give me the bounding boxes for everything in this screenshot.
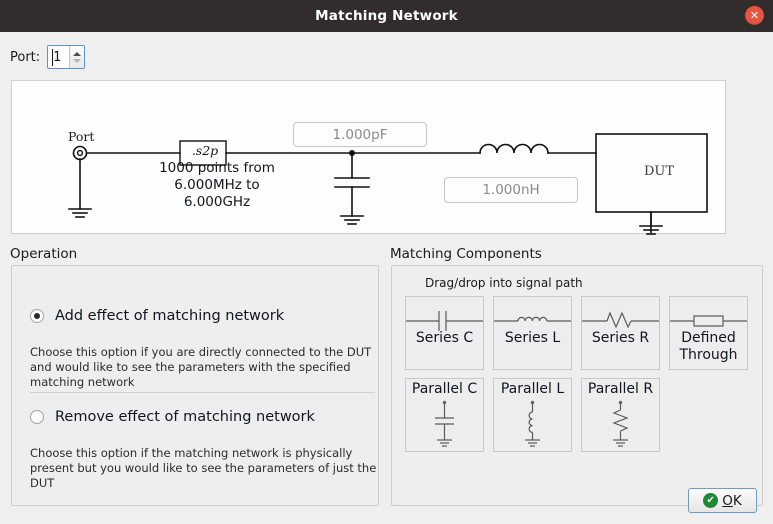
- close-icon[interactable]: ✕: [745, 6, 764, 25]
- capacitor-value-field[interactable]: 1.000pF: [293, 122, 427, 147]
- operation-group: Add effect of matching network Choose th…: [11, 265, 379, 506]
- port-label: Port:: [10, 49, 41, 65]
- radio-add-effect-label: Add effect of matching network: [55, 308, 285, 324]
- component-label-defined-through-line2: Through: [679, 347, 738, 363]
- component-label-series-r: Series R: [591, 330, 650, 346]
- text-caret: [52, 49, 54, 66]
- component-label-parallel-c: Parallel C: [411, 381, 478, 397]
- radio-remove-effect-label: Remove effect of matching network: [55, 409, 315, 425]
- shunt-inductor-icon: [525, 400, 540, 447]
- dut-label: DUT: [643, 164, 675, 179]
- title-bar: Matching Network ✕: [0, 0, 773, 32]
- radio-add-effect-description: Choose this option if you are directly c…: [30, 345, 372, 389]
- dut-ground-icon: [639, 212, 663, 235]
- s2p-note-line-1: 1000 points from: [159, 160, 275, 176]
- component-label-defined-through-line1: Defined: [681, 330, 736, 346]
- capacitor-icon: [406, 311, 483, 331]
- chevron-down-icon[interactable]: [73, 58, 82, 63]
- component-label-parallel-l: Parallel L: [500, 381, 565, 397]
- matching-components-group: Drag/drop into signal path Series C: [391, 265, 763, 506]
- radio-add-effect[interactable]: Add effect of matching network: [30, 308, 284, 324]
- radio-selected-icon[interactable]: [30, 309, 44, 323]
- radio-remove-effect[interactable]: Remove effect of matching network: [30, 409, 315, 425]
- component-tile-series-r[interactable]: Series R: [581, 296, 660, 370]
- shunt-capacitor-icon: [435, 400, 454, 447]
- component-tile-parallel-l[interactable]: Parallel L: [493, 378, 572, 452]
- radio-remove-effect-description: Choose this option if the matching netwo…: [30, 446, 377, 490]
- through-box-icon: [670, 315, 747, 327]
- component-tile-parallel-c[interactable]: Parallel C: [405, 378, 484, 452]
- shunt-resistor-icon: [612, 400, 629, 447]
- dialog-body: Port: 1: [0, 32, 773, 524]
- component-label-parallel-r: Parallel R: [587, 381, 654, 397]
- component-tile-series-c[interactable]: Series C: [405, 296, 484, 370]
- check-circle-icon: ✔: [703, 493, 719, 508]
- operation-divider: [30, 392, 375, 393]
- s2p-note-line-2: 6.000MHz to: [174, 177, 260, 193]
- s2p-file-label[interactable]: .s2p: [191, 143, 219, 158]
- s2p-sweep-note: 1000 points from 6.000MHz to 6.000GHz: [137, 160, 297, 211]
- radio-dot: [34, 313, 40, 319]
- port-row: Port: 1: [10, 45, 86, 69]
- chevron-up-icon[interactable]: [73, 51, 82, 56]
- port-spin-buttons[interactable]: [69, 46, 85, 68]
- component-label-series-c: Series C: [415, 330, 474, 346]
- component-label-series-l: Series L: [504, 330, 561, 346]
- s2p-note-line-3: 6.000GHz: [183, 194, 251, 210]
- schematic-canvas[interactable]: Port .s2p 1000 points from 6.000MHz to 6…: [11, 80, 726, 235]
- drag-drop-hint: Drag/drop into signal path: [425, 276, 583, 290]
- ok-button-label: OK: [722, 493, 742, 509]
- resistor-icon: [582, 311, 659, 329]
- component-tile-parallel-r[interactable]: Parallel R: [581, 378, 660, 452]
- ok-rest: K: [732, 492, 742, 509]
- matching-components-group-title: Matching Components: [390, 246, 542, 262]
- radio-unselected-icon[interactable]: [30, 410, 44, 424]
- window-title: Matching Network: [315, 8, 458, 24]
- schematic-drawing: [68, 133, 708, 233]
- port-spinbox[interactable]: 1: [47, 45, 86, 69]
- operation-group-title: Operation: [10, 246, 78, 262]
- inductor-icon: [494, 316, 571, 322]
- ok-mnemonic: O: [722, 492, 733, 509]
- component-tile-series-l[interactable]: Series L: [493, 296, 572, 370]
- inductor-value-field[interactable]: 1.000nH: [444, 177, 578, 203]
- ok-button[interactable]: ✔ OK: [688, 488, 757, 513]
- port-value: 1: [53, 49, 62, 65]
- component-tile-defined-through[interactable]: Defined Through: [669, 296, 748, 370]
- schematic-port-label: Port: [68, 129, 95, 144]
